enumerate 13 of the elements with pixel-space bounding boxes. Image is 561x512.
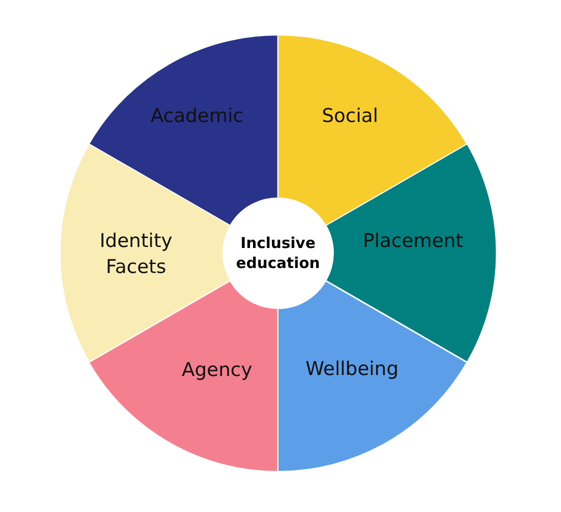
wheel-segment	[326, 144, 496, 362]
segment-label: Placement	[362, 229, 464, 254]
wheel-segment	[278, 280, 467, 471]
segment-label: Academic	[150, 104, 244, 129]
center-label: Inclusive education	[235, 233, 321, 273]
segment-label: Agency	[182, 358, 252, 383]
segment-label: Wellbeing	[305, 357, 399, 382]
segment-label: Identity Facets	[98, 229, 174, 280]
wheel-segment	[89, 280, 278, 471]
wheel-segment	[278, 35, 467, 226]
wheel-segment	[89, 35, 278, 226]
segment-label: Social	[322, 104, 378, 129]
wheel-segment	[60, 144, 230, 362]
